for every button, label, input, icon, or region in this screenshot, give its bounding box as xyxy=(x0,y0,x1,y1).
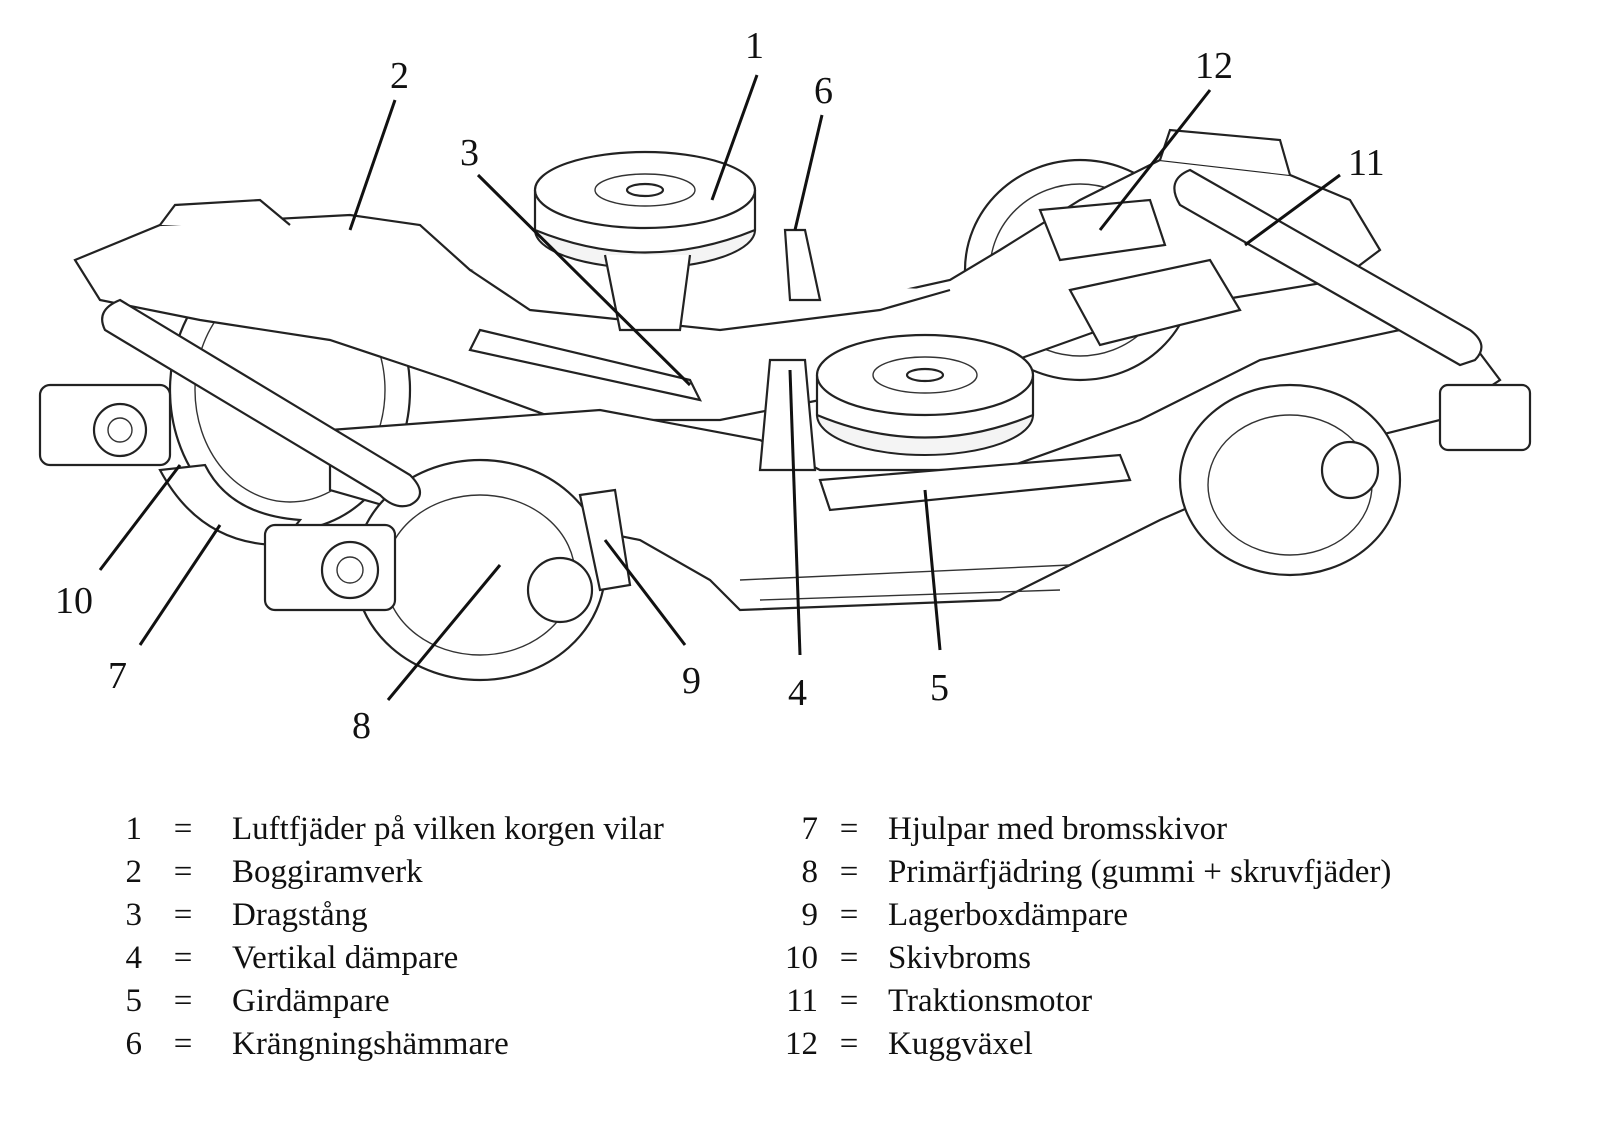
axle-box-rear xyxy=(38,383,172,467)
legend-num: 2 xyxy=(125,854,143,890)
cross-tube-rear xyxy=(1173,168,1483,367)
legend-num: 7 xyxy=(801,811,819,847)
callout-7: 7 xyxy=(108,655,127,697)
legend-row-8: 8 = Primärfjädring (gummi + skruvfjäder) xyxy=(770,851,1392,894)
legend-equals: = xyxy=(173,940,193,976)
callout-10: 10 xyxy=(55,580,93,622)
legend-equals: = xyxy=(173,1026,193,1062)
legend-equals: = xyxy=(173,897,193,933)
legend-text: Boggiramverk xyxy=(232,854,423,890)
callout-9: 9 xyxy=(682,660,701,702)
bogie-diagram: 1 2 3 4 5 6 7 8 9 10 11 12 xyxy=(38,25,1532,747)
air-spring-front xyxy=(815,333,1035,456)
legend-num: 8 xyxy=(801,854,819,890)
legend-num: 6 xyxy=(125,1026,143,1062)
traction-rod xyxy=(468,328,703,402)
legend-row-7: 7 = Hjulpar med bromsskivor xyxy=(770,808,1391,851)
front-wheel-right xyxy=(1178,383,1402,577)
vertical-damper xyxy=(758,358,817,472)
leader-4 xyxy=(788,369,802,656)
leader-8 xyxy=(386,564,502,701)
legend-num: 4 xyxy=(125,940,143,976)
legend-text: Primärfjädring (gummi + skruvfjäder) xyxy=(888,854,1392,890)
axle-box-right xyxy=(1438,383,1532,452)
legend-row-12: 12 = Kuggväxel xyxy=(770,1023,1391,1066)
legend-equals: = xyxy=(839,811,859,847)
callout-4: 4 xyxy=(788,672,807,714)
leader-9 xyxy=(603,539,687,646)
callout-12: 12 xyxy=(1195,45,1233,87)
bogie-drawing xyxy=(38,128,1532,682)
legend-row-2: 2 = Boggiramverk xyxy=(100,851,664,894)
traction-motor xyxy=(1068,258,1242,347)
leader-3 xyxy=(476,173,692,387)
legend-text: Vertikal dämpare xyxy=(232,940,459,976)
axle-box-front xyxy=(263,523,397,612)
legend-row-10: 10 = Skivbroms xyxy=(770,937,1391,980)
legend-row-9: 9 = Lagerboxdämpare xyxy=(770,894,1391,937)
yaw-damper xyxy=(818,453,1132,512)
legend-equals: = xyxy=(839,897,859,933)
callout-2: 2 xyxy=(390,55,409,97)
leader-7 xyxy=(138,524,222,646)
leader-6 xyxy=(793,114,824,231)
leader-2 xyxy=(348,99,397,231)
leader-12 xyxy=(1098,89,1212,231)
legend-num: 3 xyxy=(125,897,143,933)
legend-equals: = xyxy=(173,811,193,847)
legend-num: 11 xyxy=(786,983,818,1019)
legend-equals: = xyxy=(839,983,859,1019)
legend-row-5: 5 = Girdämpare xyxy=(100,980,664,1023)
anti-roll-link xyxy=(783,228,822,302)
leader-lines xyxy=(98,74,1341,701)
leader-10 xyxy=(98,464,182,571)
callout-6: 6 xyxy=(814,70,833,112)
legend-right-column: 7 = Hjulpar med bromsskivor 8 = Primärfj… xyxy=(770,808,1391,1066)
legend-text: Girdämpare xyxy=(232,983,390,1019)
legend-text: Lagerboxdämpare xyxy=(888,897,1129,933)
legend-row-4: 4 = Vertikal dämpare xyxy=(100,937,664,980)
legend-equals: = xyxy=(173,854,193,890)
leader-5 xyxy=(923,489,942,651)
legend-equals: = xyxy=(839,940,859,976)
legend-row-1: 1 = Luftfjäder på vilken korgen vilar xyxy=(100,808,664,851)
legend-text: Luftfjäder på vilken korgen vilar xyxy=(232,811,664,847)
legend-row-3: 3 = Dragstång xyxy=(100,894,664,937)
gearbox xyxy=(1038,198,1167,262)
legend-text: Krängningshämmare xyxy=(232,1026,509,1062)
legend-num: 1 xyxy=(125,811,143,847)
legend-equals: = xyxy=(839,1026,859,1062)
cross-tube xyxy=(101,298,422,508)
legend-text: Dragstång xyxy=(232,897,368,933)
legend-num: 5 xyxy=(125,983,143,1019)
legend-equals: = xyxy=(839,854,859,890)
callout-numbers: 1 2 3 4 5 6 7 8 9 10 11 12 xyxy=(55,25,1385,747)
legend-num: 9 xyxy=(801,897,819,933)
legend-row-6: 6 = Krängningshämmare xyxy=(100,1023,664,1066)
legend-row-11: 11 = Traktionsmotor xyxy=(770,980,1391,1023)
callout-11: 11 xyxy=(1348,142,1385,184)
legend-text: Skivbroms xyxy=(888,940,1032,976)
legend-text: Kuggväxel xyxy=(888,1026,1033,1062)
legend-num: 10 xyxy=(785,940,818,976)
callout-8: 8 xyxy=(352,705,371,747)
leader-11 xyxy=(1244,173,1341,247)
callout-3: 3 xyxy=(460,132,479,174)
callout-5: 5 xyxy=(930,667,949,709)
legend-left-column: 1 = Luftfjäder på vilken korgen vilar 2 … xyxy=(100,808,664,1066)
leader-1 xyxy=(710,74,759,201)
legend-num: 12 xyxy=(785,1026,818,1062)
callout-1: 1 xyxy=(745,25,764,67)
legend-text: Traktionsmotor xyxy=(888,983,1093,1019)
legend-text: Hjulpar med bromsskivor xyxy=(888,811,1228,847)
legend-equals: = xyxy=(173,983,193,1019)
